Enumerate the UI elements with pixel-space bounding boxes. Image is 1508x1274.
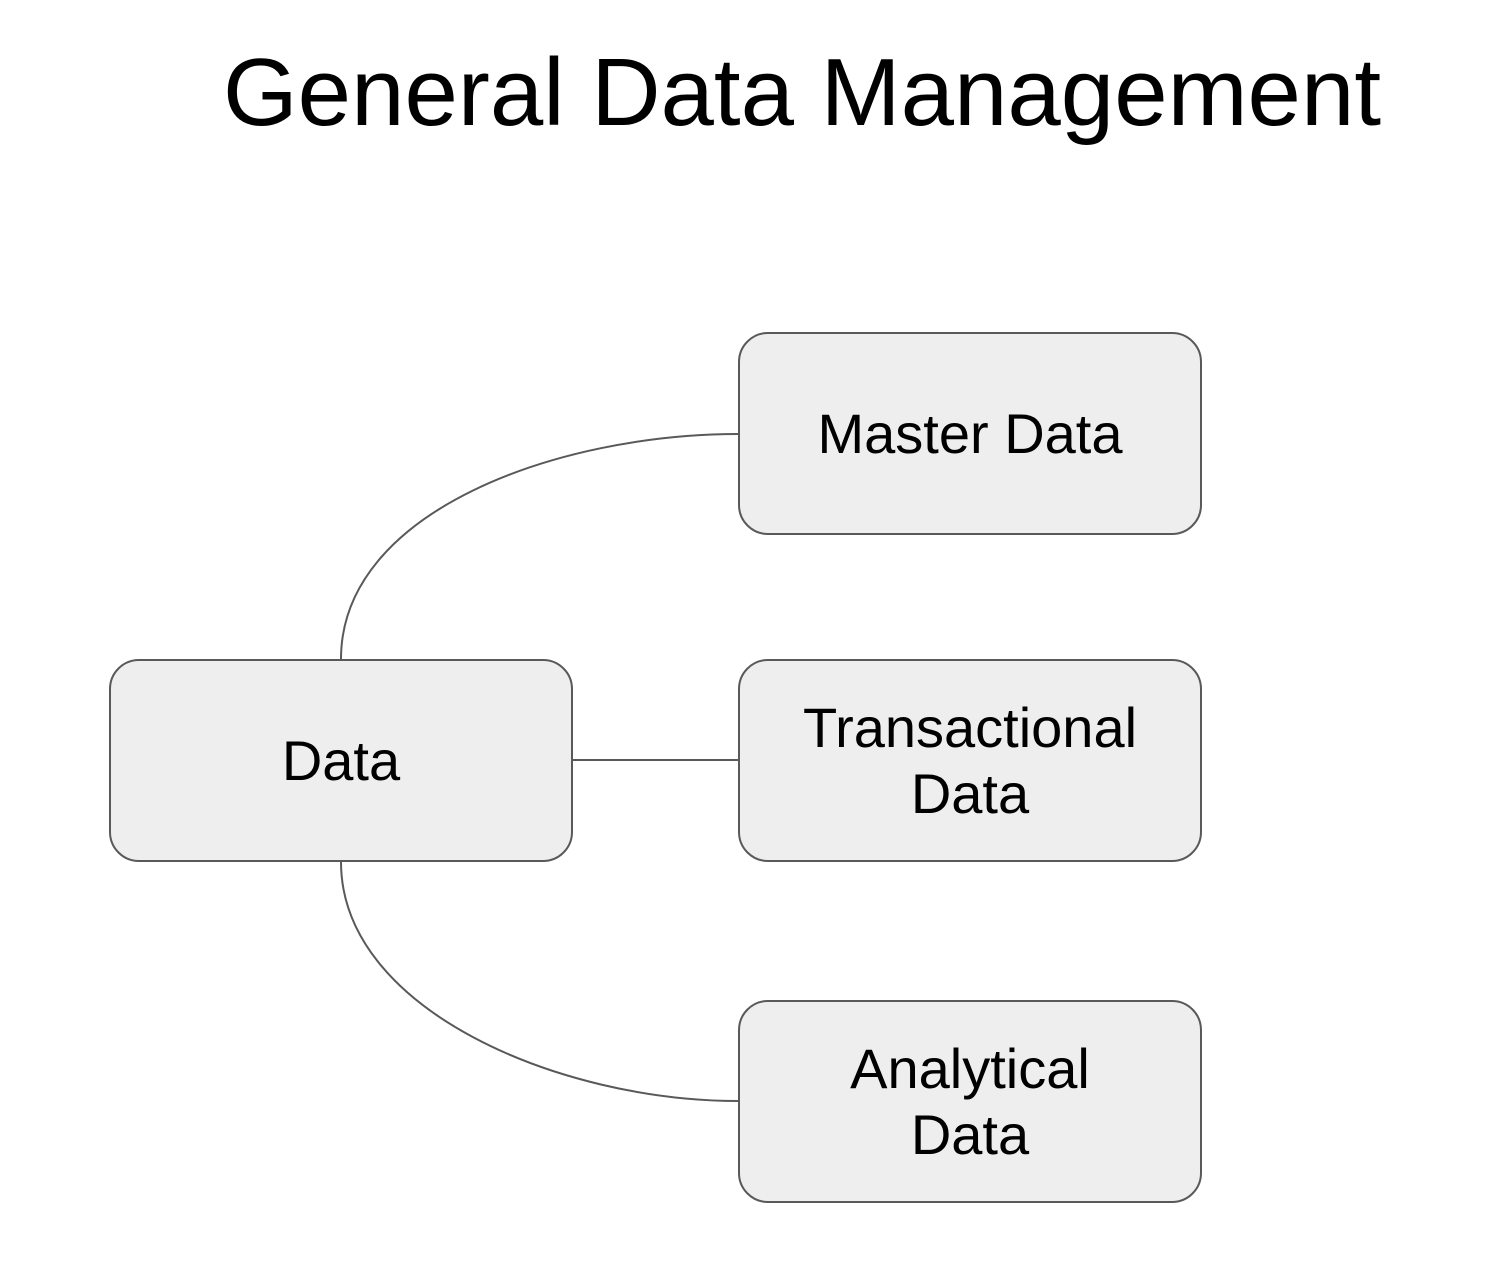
node-data-label: Data (281, 728, 401, 792)
connector-data-to-master (340, 433, 739, 660)
connector-data-to-analytical (340, 861, 739, 1102)
node-analytical-data[interactable]: Analytical Data (738, 1000, 1202, 1203)
node-master-data-label: Master Data (817, 401, 1123, 465)
node-master-data[interactable]: Master Data (738, 332, 1202, 535)
node-transactional-data[interactable]: Transactional Data (738, 659, 1202, 862)
diagram-title: General Data Management (223, 39, 1381, 146)
node-transactional-data-label: Transactional Data (802, 695, 1138, 825)
node-data[interactable]: Data (109, 659, 573, 862)
node-analytical-data-label: Analytical Data (850, 1036, 1090, 1166)
